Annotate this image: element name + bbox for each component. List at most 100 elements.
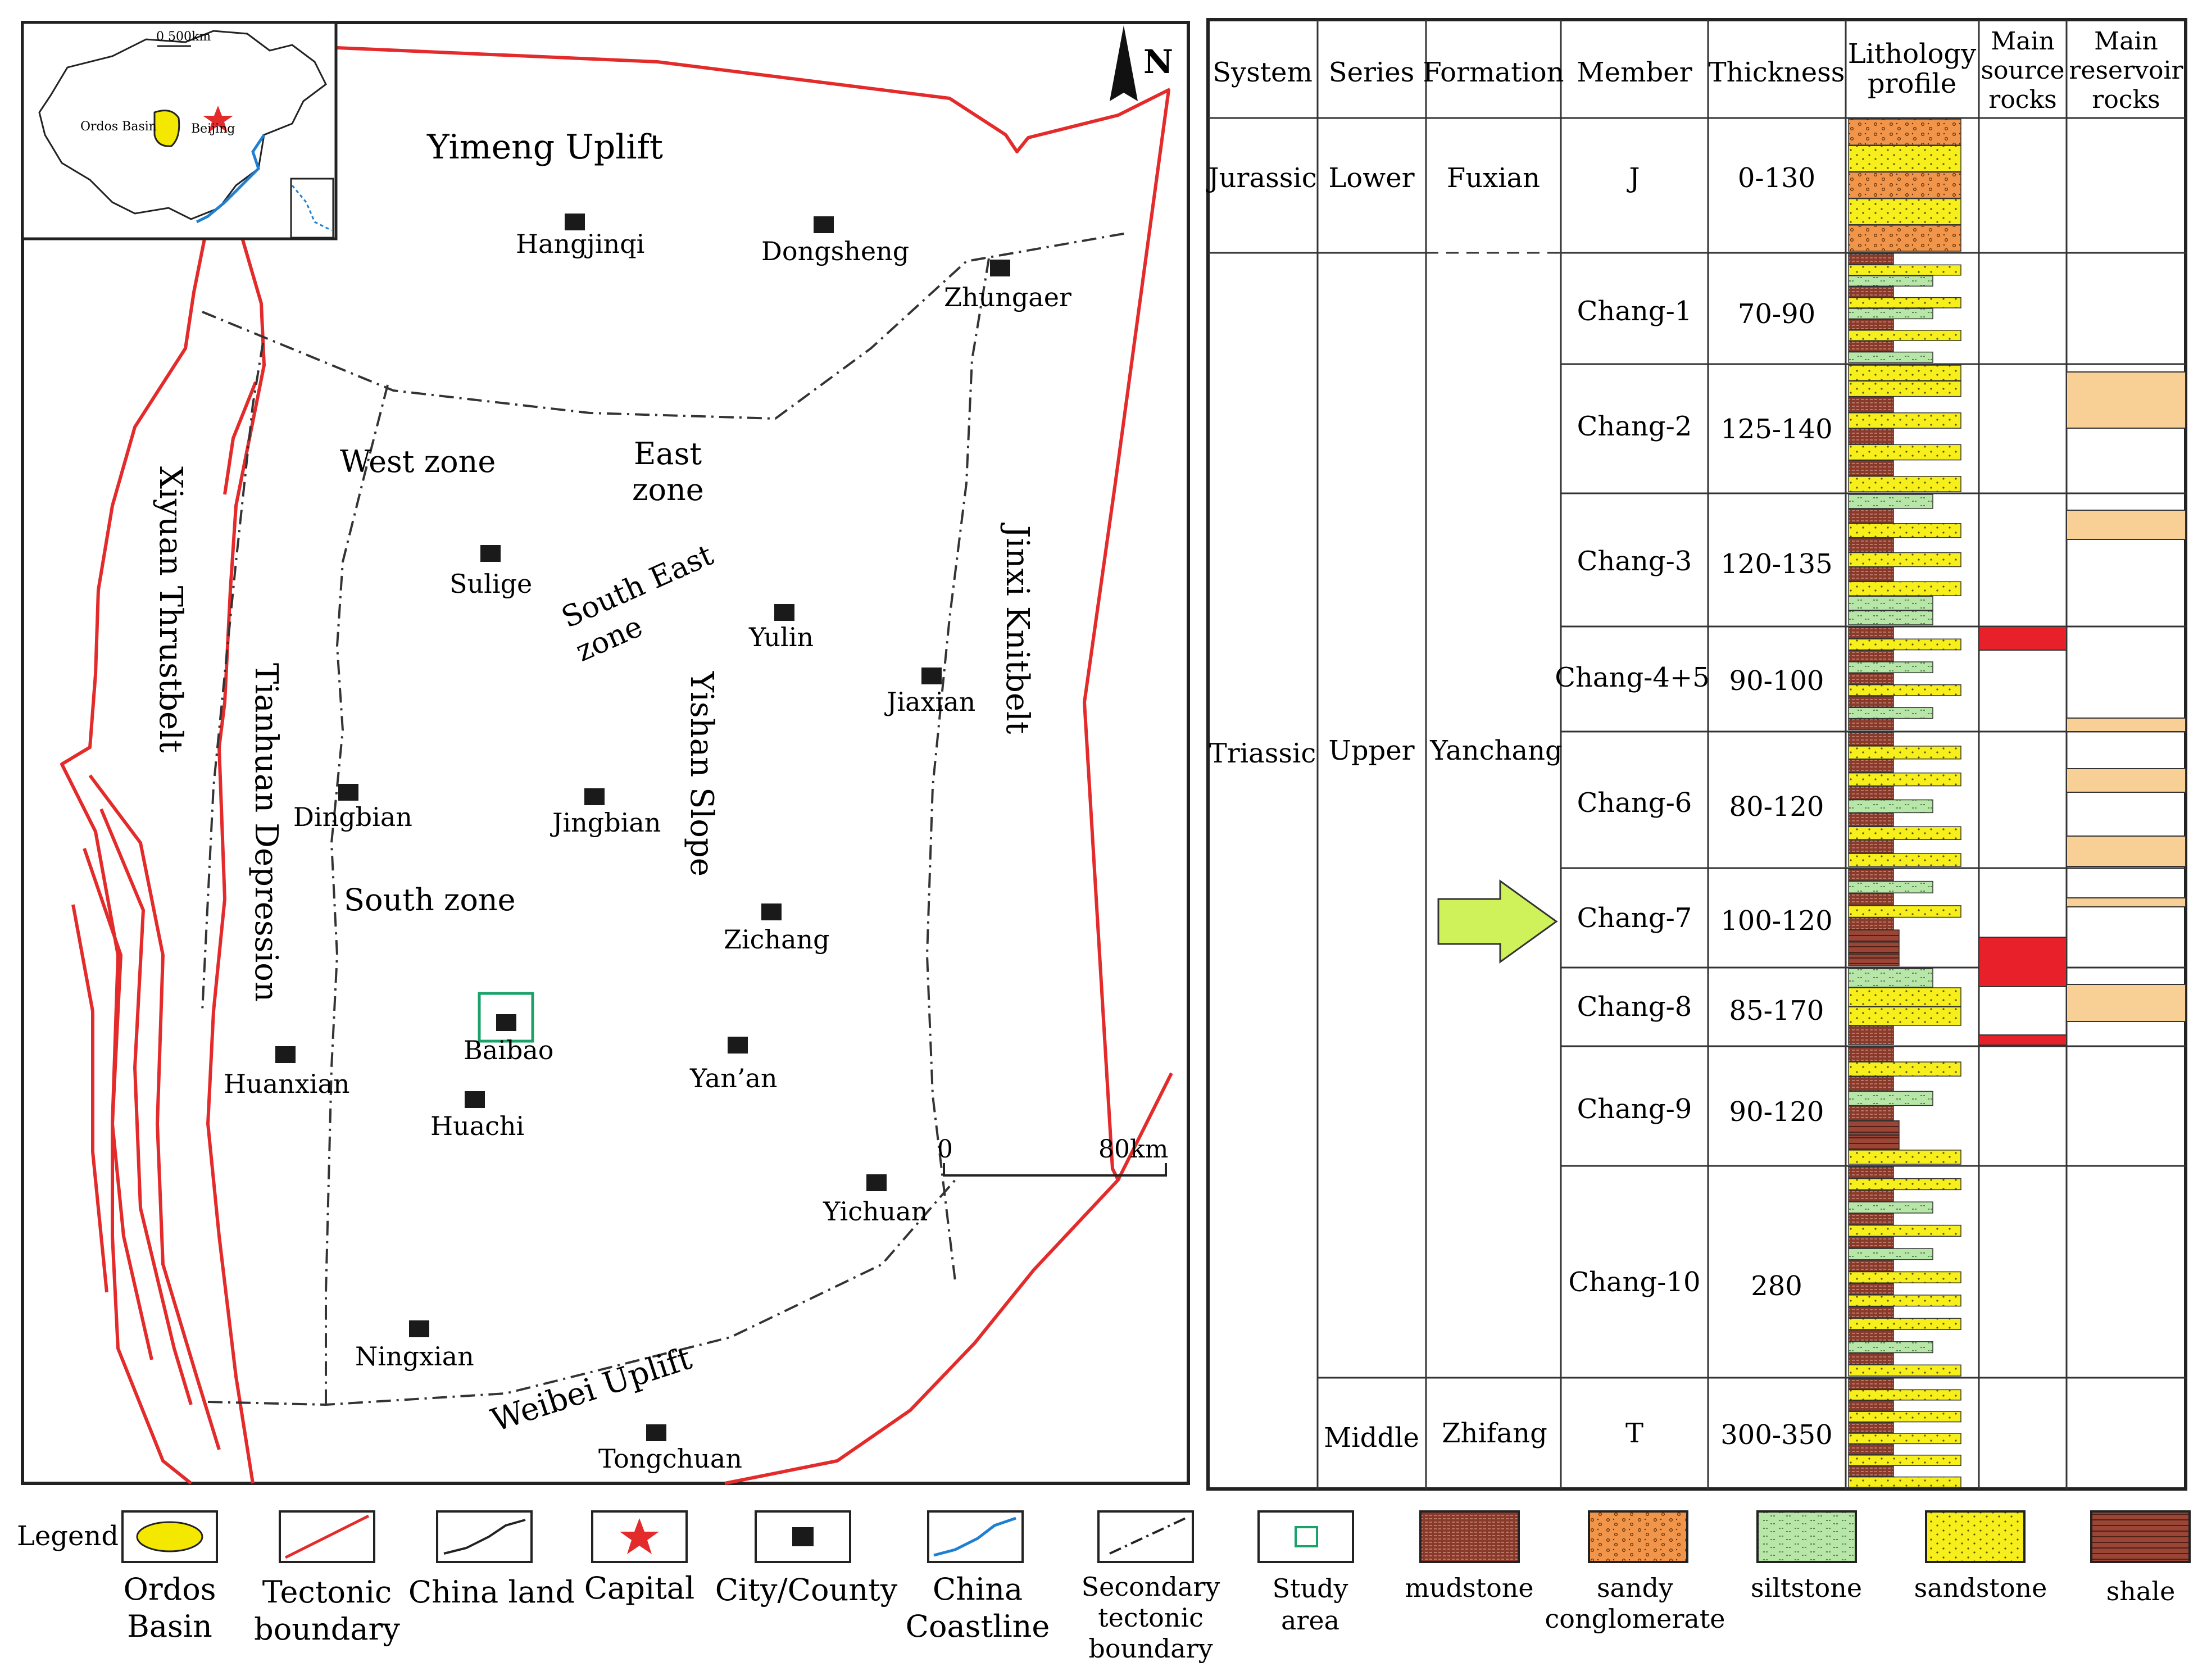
city-sulige: Sulige xyxy=(449,569,532,599)
study-area-box xyxy=(478,992,534,1043)
city-jiaxian: Jiaxian xyxy=(884,687,975,717)
lithology-bed xyxy=(1848,826,1961,840)
city-dingbian: Dingbian xyxy=(293,802,412,832)
lithology-bed xyxy=(1848,1120,1900,1136)
lithology-bed xyxy=(1848,319,1894,330)
legend: Legend Ordos xyxy=(17,1510,2191,1664)
header-reservoir-1: Main xyxy=(2094,27,2158,56)
lithology-bed xyxy=(1848,145,1961,172)
member-chang-4-5: Chang-4+5 xyxy=(1555,662,1709,693)
boundary-west-inner xyxy=(206,235,266,1484)
legend-sandstone: sandstone xyxy=(1914,1573,2047,1603)
legend-city-icon xyxy=(792,1527,814,1546)
inset-basin-label: Ordos Basin xyxy=(80,120,157,134)
scale-end-label: 80km xyxy=(1098,1135,1168,1164)
lithology-bed xyxy=(1848,380,1961,397)
lithology-bed xyxy=(1848,396,1894,413)
city-markers xyxy=(275,214,1010,1441)
header-reservoir-2: reservoir xyxy=(2069,56,2183,85)
city-marker-dongsheng xyxy=(814,216,834,233)
tectonic-boundaries xyxy=(60,46,1173,1485)
lithology-bed xyxy=(1848,953,1900,966)
legend-study-2: area xyxy=(1281,1605,1339,1636)
lithology-bed xyxy=(1848,1352,1894,1365)
lithology-bed xyxy=(1848,428,1894,445)
lithology-bed xyxy=(1848,1213,1894,1225)
region-south-zone: South zone xyxy=(344,882,516,918)
member-t: T xyxy=(1625,1418,1643,1449)
reservoir-chang-6a xyxy=(2066,768,2186,793)
lithology-bed xyxy=(1848,1047,1894,1062)
lithology-bed xyxy=(1848,968,1933,988)
region-tianhuan-depression: Tianhuan Depression xyxy=(248,663,284,1002)
boundary-west-fragment xyxy=(223,381,257,495)
lithology-bed xyxy=(1848,1465,1894,1477)
legend-city: City/County xyxy=(715,1572,898,1608)
legend-tectonic-icon xyxy=(284,1514,370,1559)
reservoir-chang-7 xyxy=(2066,897,2186,907)
lithology-bed xyxy=(1848,351,1933,363)
legend-china-land: China land xyxy=(408,1574,575,1610)
lithology-bed xyxy=(1848,1091,1933,1106)
lithology-bed xyxy=(1848,987,1961,1007)
formation-zhifang: Zhifang xyxy=(1442,1418,1547,1449)
lithology-bed xyxy=(1848,1025,1894,1045)
lithology-bed xyxy=(1848,1283,1894,1295)
lithology-bed xyxy=(1848,718,1894,730)
city-marker-huanxian xyxy=(275,1046,296,1063)
legend-coastline-1: China xyxy=(933,1572,1023,1607)
lithology-bed xyxy=(1848,1201,1933,1214)
legend-ordos-basin-icon xyxy=(136,1521,203,1552)
secondary-central xyxy=(325,384,389,1405)
scale-start-label: 0 xyxy=(937,1135,953,1164)
strat-grid xyxy=(1208,20,2186,1489)
lithology-bed xyxy=(1848,275,1933,287)
city-tongchuan: Tongchuan xyxy=(598,1443,742,1474)
boundary-west-fold-2 xyxy=(99,808,193,1405)
lithology-bed xyxy=(1848,1260,1894,1272)
strat-frame xyxy=(1206,18,2187,1491)
lithology-bed xyxy=(1848,412,1961,429)
lithology-bed xyxy=(1848,297,1961,308)
city-marker-zhungaer xyxy=(990,260,1010,276)
lithology-bed xyxy=(1848,799,1933,814)
lithology-bed xyxy=(1848,253,1894,265)
header-member: Member xyxy=(1577,57,1692,88)
lithology-bed xyxy=(1848,917,1894,930)
secondary-east xyxy=(925,258,990,1282)
series-middle: Middle xyxy=(1324,1422,1419,1454)
legend-conglomerate-1: sandy xyxy=(1597,1573,1673,1603)
inset-south-sea-line xyxy=(291,185,332,231)
member-chang-3: Chang-3 xyxy=(1577,546,1692,577)
lithology-bed xyxy=(1848,1006,1961,1026)
thickness-j: 0-130 xyxy=(1738,162,1815,194)
legend-box-secondary xyxy=(1097,1510,1194,1563)
legend-siltstone-swatch xyxy=(1756,1510,1857,1563)
china-land-outline xyxy=(38,30,327,220)
inset-coastline xyxy=(196,134,266,224)
city-marker-sulige xyxy=(480,545,501,562)
lithology-bed xyxy=(1848,1400,1894,1411)
legend-study-1: Study xyxy=(1272,1573,1348,1604)
lithology-bed xyxy=(1848,673,1894,685)
lithology-bed xyxy=(1848,1236,1894,1248)
north-arrow-icon xyxy=(1124,25,1138,101)
header-source-1: Main xyxy=(1991,27,2055,56)
region-east-zone-line1: East xyxy=(634,436,702,471)
city-marker-jingbian xyxy=(584,788,605,805)
legend-mudstone-swatch xyxy=(1419,1510,1520,1563)
city-huanxian: Huanxian xyxy=(224,1069,350,1099)
thickness-chang-4-5: 90-100 xyxy=(1729,665,1824,697)
legend-mudstone: mudstone xyxy=(1405,1573,1533,1603)
lithology-bed xyxy=(1848,330,1961,341)
lithology-bed xyxy=(1848,638,1961,651)
north-label: N xyxy=(1143,43,1173,81)
city-marker-jiaxian xyxy=(921,668,942,684)
formation-fuxian: Fuxian xyxy=(1447,162,1540,194)
north-arrow: N xyxy=(1110,25,1173,101)
thickness-chang-7: 100-120 xyxy=(1720,905,1832,937)
lithology-bed xyxy=(1848,1150,1961,1165)
thickness-chang-8: 85-170 xyxy=(1729,995,1824,1027)
legend-capital-star-icon xyxy=(620,1518,659,1554)
map-panel: 0 500km Ordos Basin Beijing N xyxy=(21,21,1190,1485)
